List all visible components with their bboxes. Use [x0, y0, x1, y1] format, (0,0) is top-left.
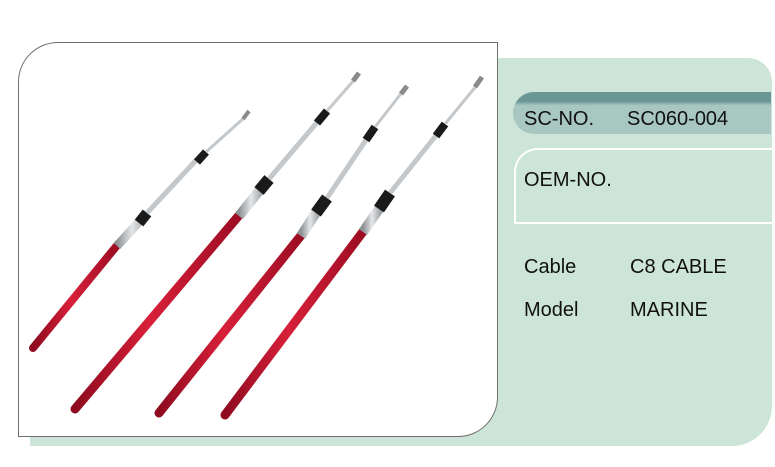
sc-number-value: SC060-004: [627, 108, 729, 130]
cable-3: [154, 84, 409, 418]
cable-label: Cable: [524, 256, 577, 278]
cable-4: [220, 75, 485, 420]
model-value: MARINE: [630, 299, 708, 321]
oem-number-box: [514, 148, 775, 224]
cable-value: C8 CABLE: [630, 256, 727, 278]
sc-number-label: SC-NO.: [524, 108, 594, 130]
model-label: Model: [524, 299, 579, 321]
oem-number-label: OEM-NO.: [524, 169, 612, 191]
cable-2: [70, 71, 361, 414]
product-photo-card: [18, 42, 498, 437]
sc-number-header-bar: [513, 92, 771, 134]
cable-1: [29, 109, 251, 352]
cable-photo-illustration: [29, 71, 485, 420]
